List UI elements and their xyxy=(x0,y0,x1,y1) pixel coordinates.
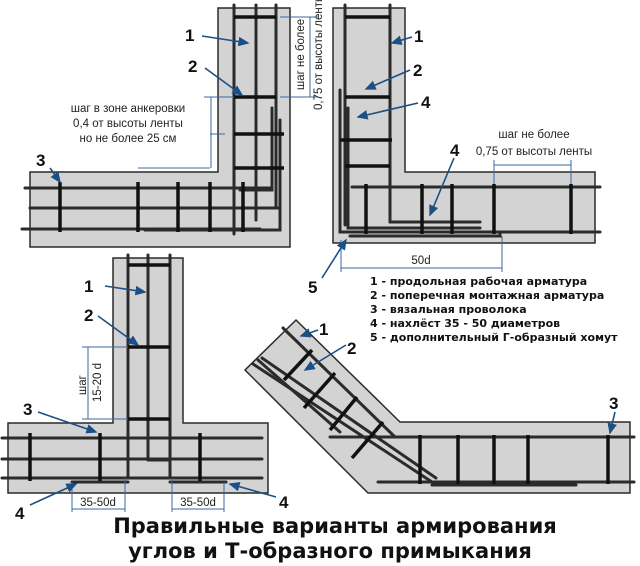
callout-1: 1 xyxy=(84,277,93,296)
callout-2: 2 xyxy=(188,57,197,76)
callout-4: 4 xyxy=(421,93,431,112)
dimension-right: 35-50d xyxy=(180,497,216,509)
callout-5: 5 xyxy=(308,278,317,297)
step-note-line1: шаг не более xyxy=(498,129,569,141)
callout-2: 2 xyxy=(413,61,422,80)
vertical-note-line1: шаг не более xyxy=(295,19,307,90)
callout-3: 3 xyxy=(23,400,32,419)
legend-item-3: 3 - вязальная проволока xyxy=(370,303,527,316)
dimension-left: 35-50d xyxy=(80,497,116,509)
callout-2: 2 xyxy=(84,306,93,325)
corner-right: 1 2 4 4 5 шаг не более 0,75 от высоты ле… xyxy=(308,3,602,297)
corner-left: 1 2 3 шаг в зоне анкеровки 0,4 от высоты… xyxy=(20,0,325,248)
step-note-line2: 15-20 d xyxy=(92,363,104,402)
callout-arrows xyxy=(49,35,250,184)
t-junction: 1 2 3 4 4 шаг 15-20 d 35-50d 35-50d xyxy=(0,253,289,523)
callout-1: 1 xyxy=(319,320,328,339)
transverse-bars xyxy=(340,15,573,234)
anchor-note-line1: шаг в зоне анкеровки xyxy=(71,103,185,115)
longitudinal-bars xyxy=(338,3,602,238)
callout-4-bottom: 4 xyxy=(450,141,460,160)
callout-1: 1 xyxy=(414,27,423,46)
transverse-bars xyxy=(58,15,284,232)
callout-arrows xyxy=(299,328,617,435)
legend: 1 - продольная рабочая арматура 2 - попе… xyxy=(370,275,618,344)
angled-junction: 1 2 3 xyxy=(243,318,636,494)
title-line2: углов и Т-образного примыкания xyxy=(128,539,532,563)
legend-item-2: 2 - поперечная монтажная арматура xyxy=(370,289,604,302)
callout-3: 3 xyxy=(609,394,618,413)
anchor-note-line2: 0,4 от высоты ленты xyxy=(73,118,183,130)
callout-4-left: 4 xyxy=(15,504,25,523)
callout-3: 3 xyxy=(36,151,45,170)
legend-item-1: 1 - продольная рабочая арматура xyxy=(370,275,587,288)
concrete-angled xyxy=(243,318,631,494)
title-line1: Правильные варианты армирования xyxy=(113,514,557,538)
concrete-right-corner xyxy=(332,7,596,244)
concrete-t-junction xyxy=(7,257,269,494)
vertical-note-line2: 0,75 от высоты ленты xyxy=(313,0,325,110)
anchor-note-line3: но не более 25 см xyxy=(80,133,177,145)
callout-1: 1 xyxy=(185,26,194,45)
step-note-line2: 0,75 от высоты ленты xyxy=(476,146,592,158)
transverse-bars xyxy=(28,263,202,481)
step-note-line1: шаг xyxy=(77,375,89,395)
longitudinal-bars xyxy=(251,326,636,487)
legend-item-5: 5 - дополнительный Г-образный хомут xyxy=(370,331,618,344)
longitudinal-bars xyxy=(0,253,264,484)
dimension-lines xyxy=(340,160,572,272)
dimension-lines xyxy=(138,16,318,169)
callout-arrows xyxy=(321,35,455,279)
callout-arrows xyxy=(29,285,277,506)
callout-4-right: 4 xyxy=(279,493,289,512)
legend-item-4: 4 - нахлёст 35 - 50 диаметров xyxy=(370,317,560,330)
dimension-50d: 50d xyxy=(411,255,430,267)
callout-2: 2 xyxy=(347,339,356,358)
transverse-bars xyxy=(282,348,610,484)
